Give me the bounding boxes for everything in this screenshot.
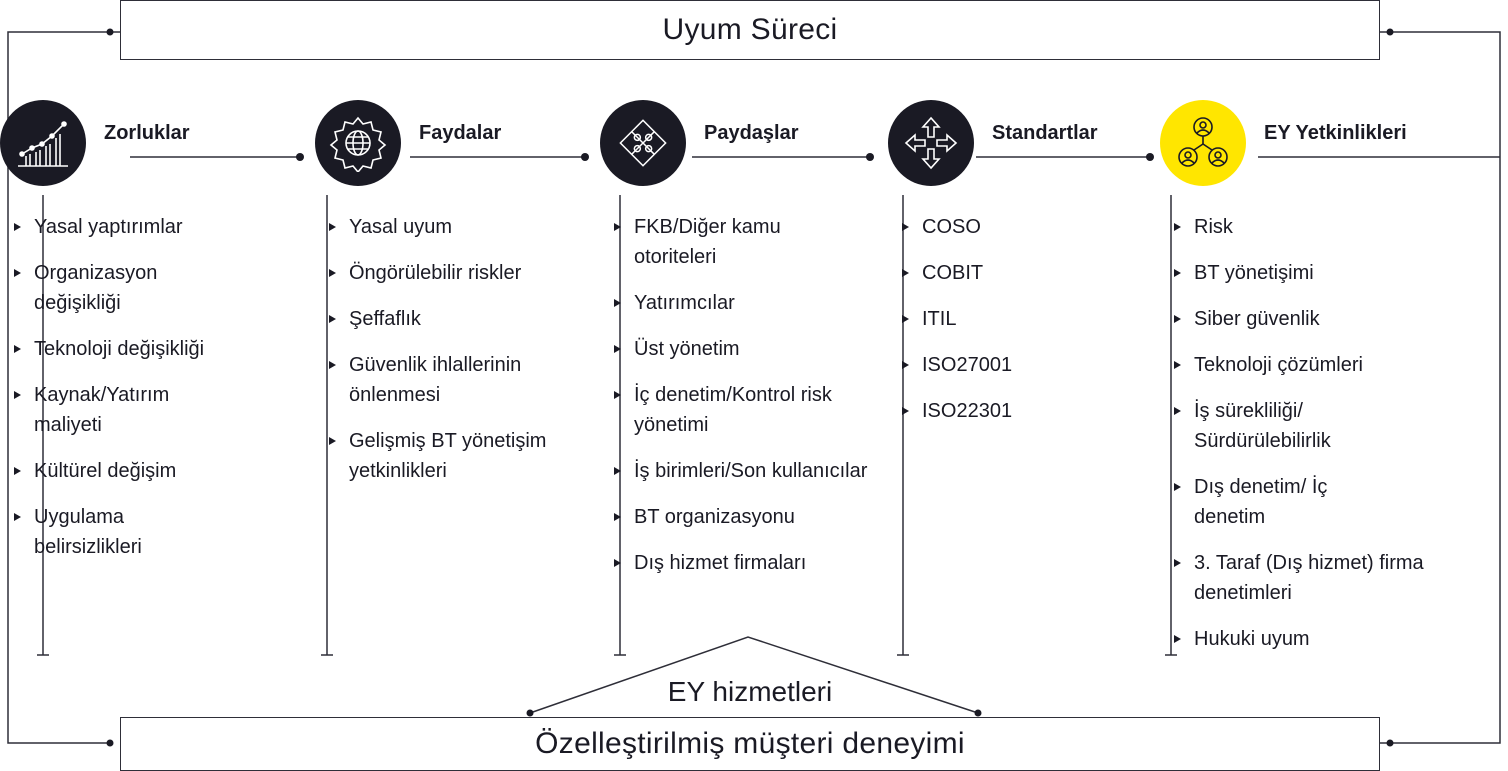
list-item: Dış hizmet firmaları xyxy=(612,548,862,578)
growth-chart-icon xyxy=(0,100,86,186)
column-challenges: Zorluklar Yasal yaptırımlar Organizasyon… xyxy=(0,100,275,700)
list-item: Şeffaflık xyxy=(327,304,577,334)
list-item: BT organizasyonu xyxy=(612,502,862,532)
list-item: ITIL xyxy=(900,304,1150,334)
list-item: COBIT xyxy=(900,258,1150,288)
list-item: Teknoloji değişikliği xyxy=(12,334,262,364)
list-item: 3. Taraf (Dış hizmet) firma denetimleri xyxy=(1172,548,1434,608)
list-item: Dış denetim/ İç denetim xyxy=(1172,472,1354,532)
list-item: Kültürel değişim xyxy=(12,456,262,486)
column-benefits: Faydalar Yasal uyum Öngörülebilir riskle… xyxy=(315,100,590,700)
list-item: BT yönetişimi xyxy=(1172,258,1422,288)
compliance-process-box: Uyum Süreci xyxy=(120,0,1380,60)
list-item: İş birimleri/Son kullanıcılar xyxy=(612,456,874,486)
item-list: FKB/Diğer kamu otoriteleri Yatırımcılar … xyxy=(612,212,867,594)
list-item: FKB/Diğer kamu otoriteleri xyxy=(612,212,864,272)
item-list: Risk BT yönetişimi Siber güvenlik Teknol… xyxy=(1172,212,1424,670)
puzzle-icon xyxy=(600,100,686,186)
customer-experience-box: Özelleştirilmiş müşteri deneyimi xyxy=(120,717,1380,771)
column-title: Paydaşlar xyxy=(704,122,799,144)
list-item: Uygulama belirsizlikleri xyxy=(12,502,204,562)
column-stakeholders: Paydaşlar FKB/Diğer kamu otoriteleri Yat… xyxy=(600,100,875,700)
list-item: Gelişmiş BT yönetişim yetkinlikleri xyxy=(327,426,614,486)
item-list: Yasal uyum Öngörülebilir riskler Şeffafl… xyxy=(327,212,577,502)
list-item: Risk xyxy=(1172,212,1422,242)
list-item: İç denetim/Kontrol risk yönetimi xyxy=(612,380,884,440)
column-title: Zorluklar xyxy=(104,122,190,144)
list-item: COSO xyxy=(900,212,1150,242)
list-item: İş sürekliliği/ Sürdürülebilirlik xyxy=(1172,396,1394,456)
column-title: Faydalar xyxy=(419,122,502,144)
list-item: Yatırımcılar xyxy=(612,288,862,318)
ey-services-label: EY hizmetleri xyxy=(667,676,833,707)
list-item: Hukuki uyum xyxy=(1172,624,1422,654)
list-item: Siber güvenlik xyxy=(1172,304,1422,334)
item-list: COSO COBIT ITIL ISO27001 ISO22301 xyxy=(900,212,1150,442)
arrows-icon xyxy=(888,100,974,186)
list-item: Teknoloji çözümleri xyxy=(1172,350,1422,380)
column-title: Standartlar xyxy=(992,122,1098,144)
item-list: Yasal yaptırımlar Organizasyon değişikli… xyxy=(12,212,262,578)
list-item: Güvenlik ihlallerinin önlenmesi xyxy=(327,350,599,410)
people-network-icon xyxy=(1160,100,1246,186)
customer-experience-title: Özelleştirilmiş müşteri deneyimi xyxy=(535,727,965,760)
list-item: ISO27001 xyxy=(900,350,1150,380)
column-standards: Standartlar COSO COBIT ITIL ISO27001 ISO… xyxy=(888,100,1163,700)
column-title: EY Yetkinlikleri xyxy=(1264,122,1407,144)
list-item: Kaynak/Yatırım maliyeti xyxy=(12,380,214,440)
compliance-process-title: Uyum Süreci xyxy=(662,13,838,46)
globe-gear-icon xyxy=(315,100,401,186)
list-item: Organizasyon değişikliği xyxy=(12,258,224,318)
list-item: Yasal yaptırımlar xyxy=(12,212,262,242)
list-item: ISO22301 xyxy=(900,396,1150,426)
list-item: Öngörülebilir riskler xyxy=(327,258,577,288)
column-ey-capabilities: EY Yetkinlikleri Risk BT yönetişimi Sibe… xyxy=(1160,100,1435,700)
list-item: Yasal uyum xyxy=(327,212,577,242)
list-item: Üst yönetim xyxy=(612,334,862,364)
